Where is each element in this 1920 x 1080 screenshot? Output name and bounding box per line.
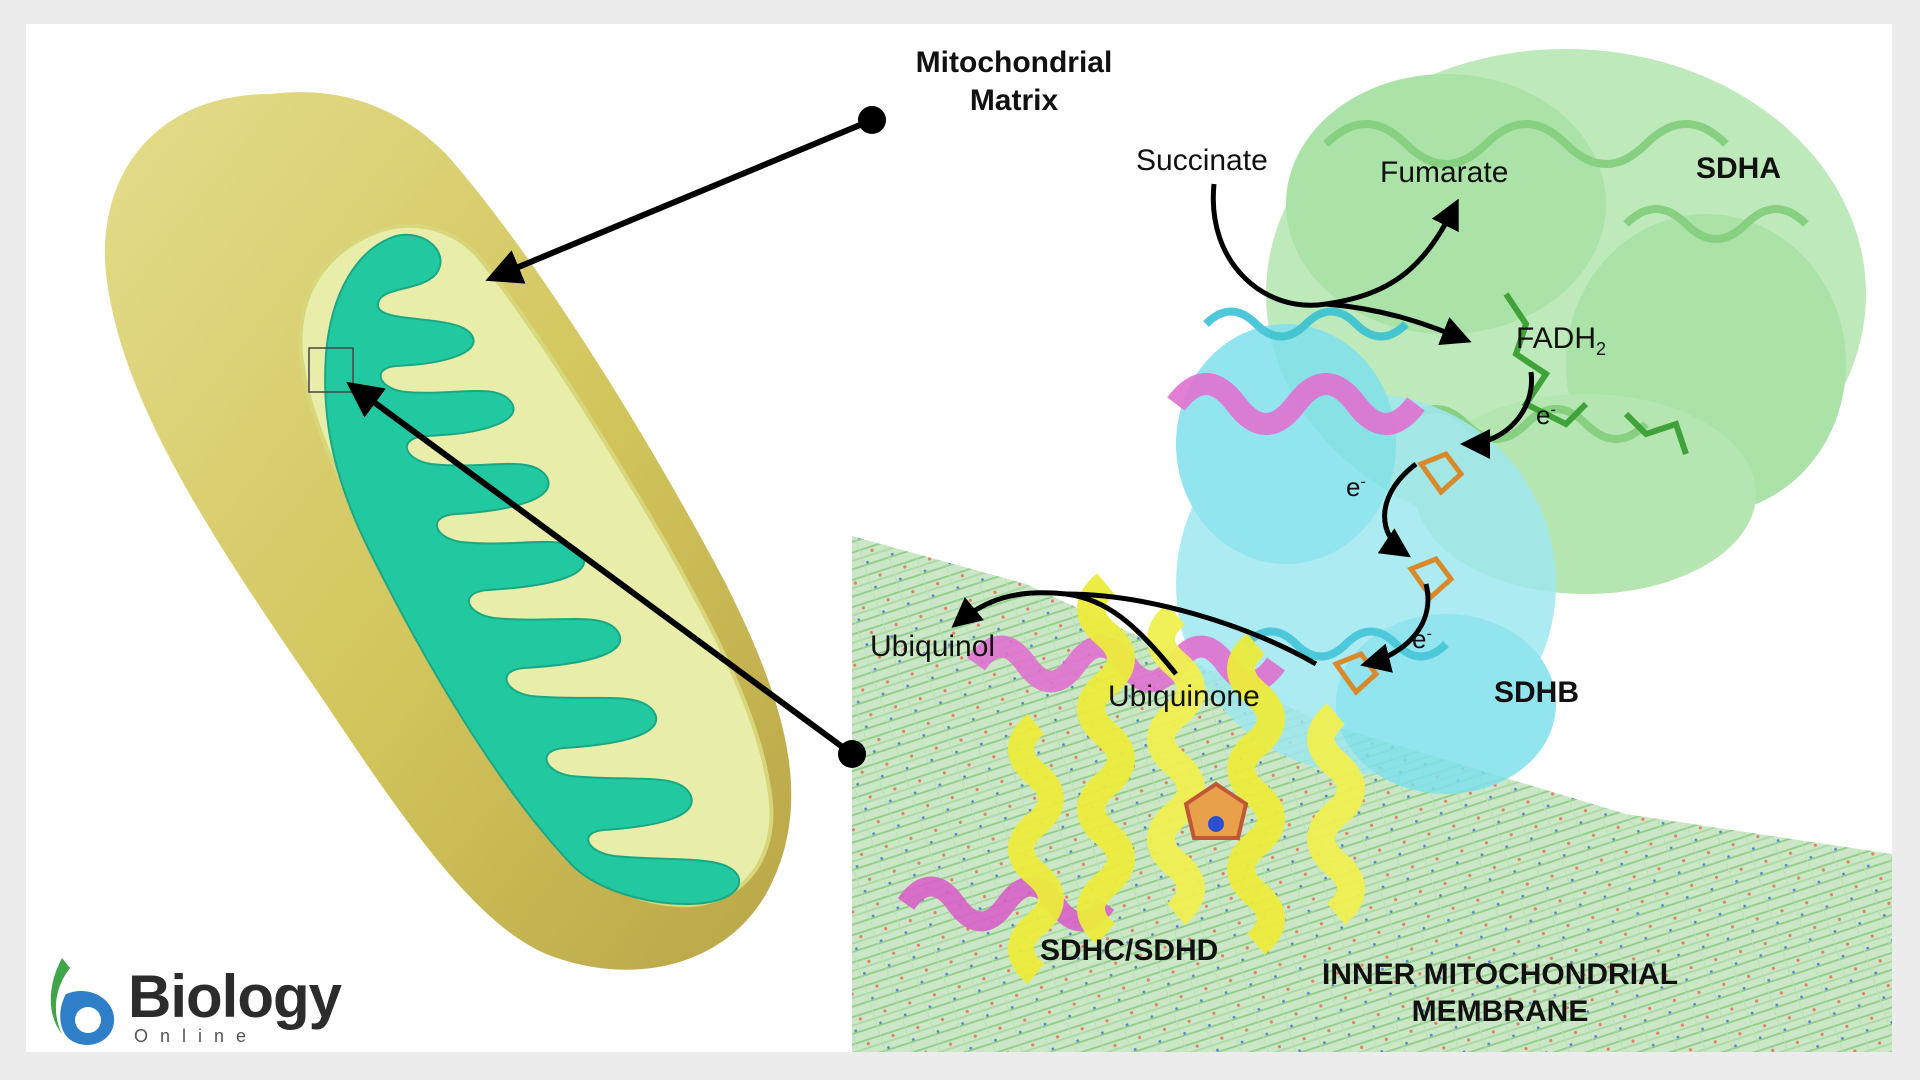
logo-word: Biology [128,963,342,1030]
diagram-frame: Mitochondrial Matrix Succinate Fumarate … [26,24,1892,1052]
to-fadh2-arrow [1325,301,1472,346]
heme-cofactor [1183,781,1249,840]
cristae [324,233,741,906]
mitochondrial-matrix-label: Mitochondrial Matrix [916,44,1113,120]
electron-arrow-2 [1377,462,1418,558]
reaction-arrows [951,183,1535,676]
fad-cofactor [1503,292,1689,455]
electron-label-2: e- [1346,472,1366,503]
electron-arrow-1 [1460,371,1535,459]
membrane-pointer-line [346,381,854,757]
electron-label-1: e- [1536,400,1556,431]
matrix-label-line1: Mitochondrial [915,46,1113,79]
electron-2-text: e [1346,472,1361,502]
zoom-box [308,347,354,393]
electron-2-charge: - [1360,473,1366,491]
cluster-to-ubiquinone-arrow [1065,591,1318,667]
electron-1-text: e [1536,400,1551,430]
electron-3-charge: - [1426,625,1432,643]
matrix-label-line2: Matrix [969,84,1059,117]
ubiquinone-label: Ubiquinone [1108,680,1260,713]
mitochondrion-illustration [104,92,792,970]
fadh2-main: FADH [1516,322,1597,355]
succinate-to-fumarate-arrow [1210,183,1459,308]
sdhc-sdhd-label: SDHC/SDHD [1040,934,1219,967]
logo-subtitle: Online [134,1026,259,1046]
membrane-label-line1: INNER MITOCHONDRIAL [1321,958,1679,991]
electron-label-3: e- [1412,624,1432,655]
fadh2-label: FADH2 [1516,322,1606,360]
fadh2-subscript: 2 [1596,339,1607,359]
matrix-pointer-line [485,117,874,284]
sdha-label: SDHA [1696,152,1782,185]
inner-membrane-label: INNER MITOCHONDRIAL MEMBRANE [1322,956,1678,1030]
ubiquinol-label: Ubiquinol [870,630,996,663]
electron-3-text: e [1412,624,1427,654]
pointer-arrows [346,106,886,768]
logo-mark-icon [50,958,115,1045]
sdhb-label: SDHB [1494,676,1580,709]
fumarate-label: Fumarate [1380,156,1509,189]
succinate-dehydrogenase-structure [852,49,1892,1052]
membrane-label-line2: MEMBRANE [1411,995,1589,1028]
succinate-label: Succinate [1136,144,1268,177]
sdhc-sdhd-subunits [1008,573,1365,984]
electron-1-charge: - [1550,401,1556,419]
biology-online-logo: Biology Online [40,954,342,1050]
diagram-canvas [104,49,1892,1052]
electron-arrow-3 [1360,583,1431,673]
